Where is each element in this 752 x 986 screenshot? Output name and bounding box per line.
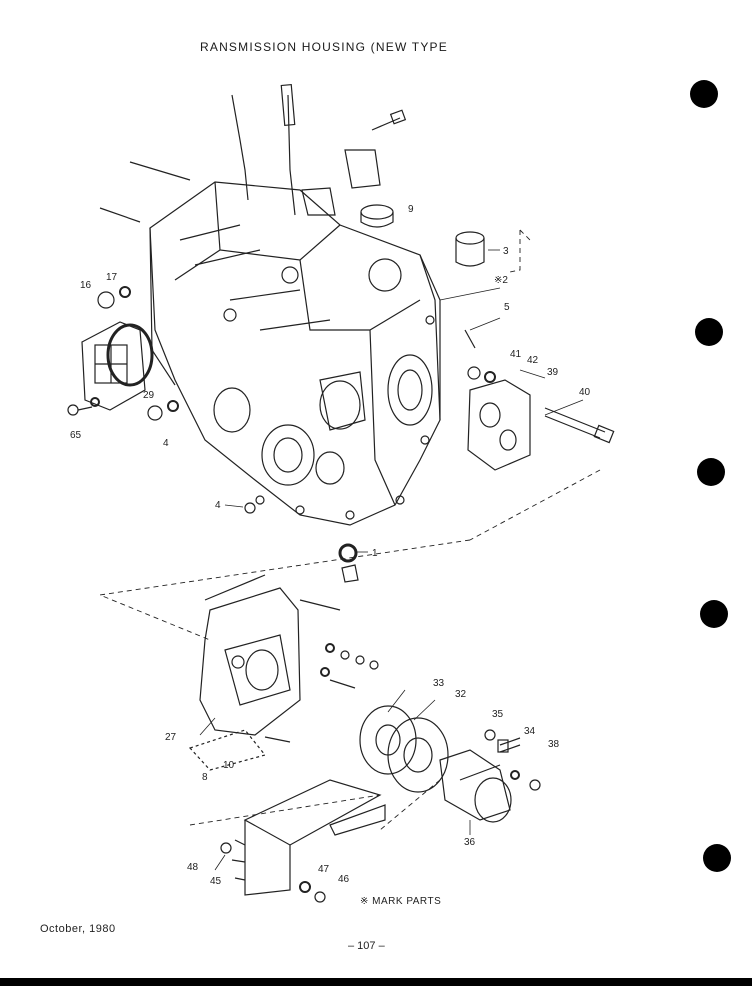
binder-hole: [700, 600, 728, 628]
callout-45: 45: [210, 876, 222, 887]
callout-41: 41: [510, 349, 522, 360]
callout-40: 40: [579, 387, 591, 398]
bottom-plate-drawing: [220, 779, 386, 903]
callout-27: 27: [165, 732, 177, 743]
callout-38: 38: [548, 739, 560, 750]
callout-47: 47: [318, 864, 330, 875]
callout-17: 17: [106, 272, 118, 283]
callout-42: 42: [527, 355, 539, 366]
binder-hole: [703, 844, 731, 872]
transmission-housing-drawing: [149, 181, 441, 526]
bushing-drawing: [455, 231, 485, 267]
page-number: – 107 –: [348, 940, 385, 952]
bottom-scan-border: [0, 978, 752, 986]
callout-34: 34: [524, 726, 536, 737]
binder-hole: [690, 80, 718, 108]
callout-65: 65: [70, 430, 82, 441]
leader-lines: [199, 249, 584, 871]
page-title: RANSMISSION HOUSING (NEW TYPE: [200, 40, 448, 54]
callout-4: 4: [163, 438, 169, 449]
callout-5: 5: [504, 302, 510, 313]
callout-16: 16: [80, 280, 92, 291]
callout-39: 39: [547, 367, 559, 378]
callout-35: 35: [492, 709, 504, 720]
callouts: 1 ※2 3 4 4 5 8 9 10 16 17 27 29 32 33 34…: [70, 204, 591, 887]
callout-29: 29: [143, 390, 155, 401]
callout-32: 32: [455, 689, 467, 700]
right-cover-drawing: [464, 329, 615, 471]
binder-hole: [697, 458, 725, 486]
binder-hole: [695, 318, 723, 346]
callout-46: 46: [338, 874, 350, 885]
callout-3: 3: [503, 246, 509, 257]
callout-48: 48: [187, 862, 199, 873]
left-cover-drawing: [67, 286, 256, 514]
callout-4: 4: [215, 500, 221, 511]
callout-10: 10: [223, 760, 235, 771]
callout-1: 1: [372, 548, 378, 559]
alignment-lines: [98, 229, 601, 831]
callout-33: 33: [433, 678, 445, 689]
top-fittings-drawing: [99, 83, 407, 228]
callout-8: 8: [202, 772, 208, 783]
footer-date: October, 1980: [40, 923, 116, 935]
callout-36: 36: [464, 837, 476, 848]
callout-2: ※2: [494, 275, 508, 286]
lower-housing-drawing: [188, 543, 379, 771]
mark-parts-note: ※ MARK PARTS: [360, 896, 442, 907]
callout-9: 9: [408, 204, 414, 215]
flange-cover-drawing: [359, 705, 541, 823]
